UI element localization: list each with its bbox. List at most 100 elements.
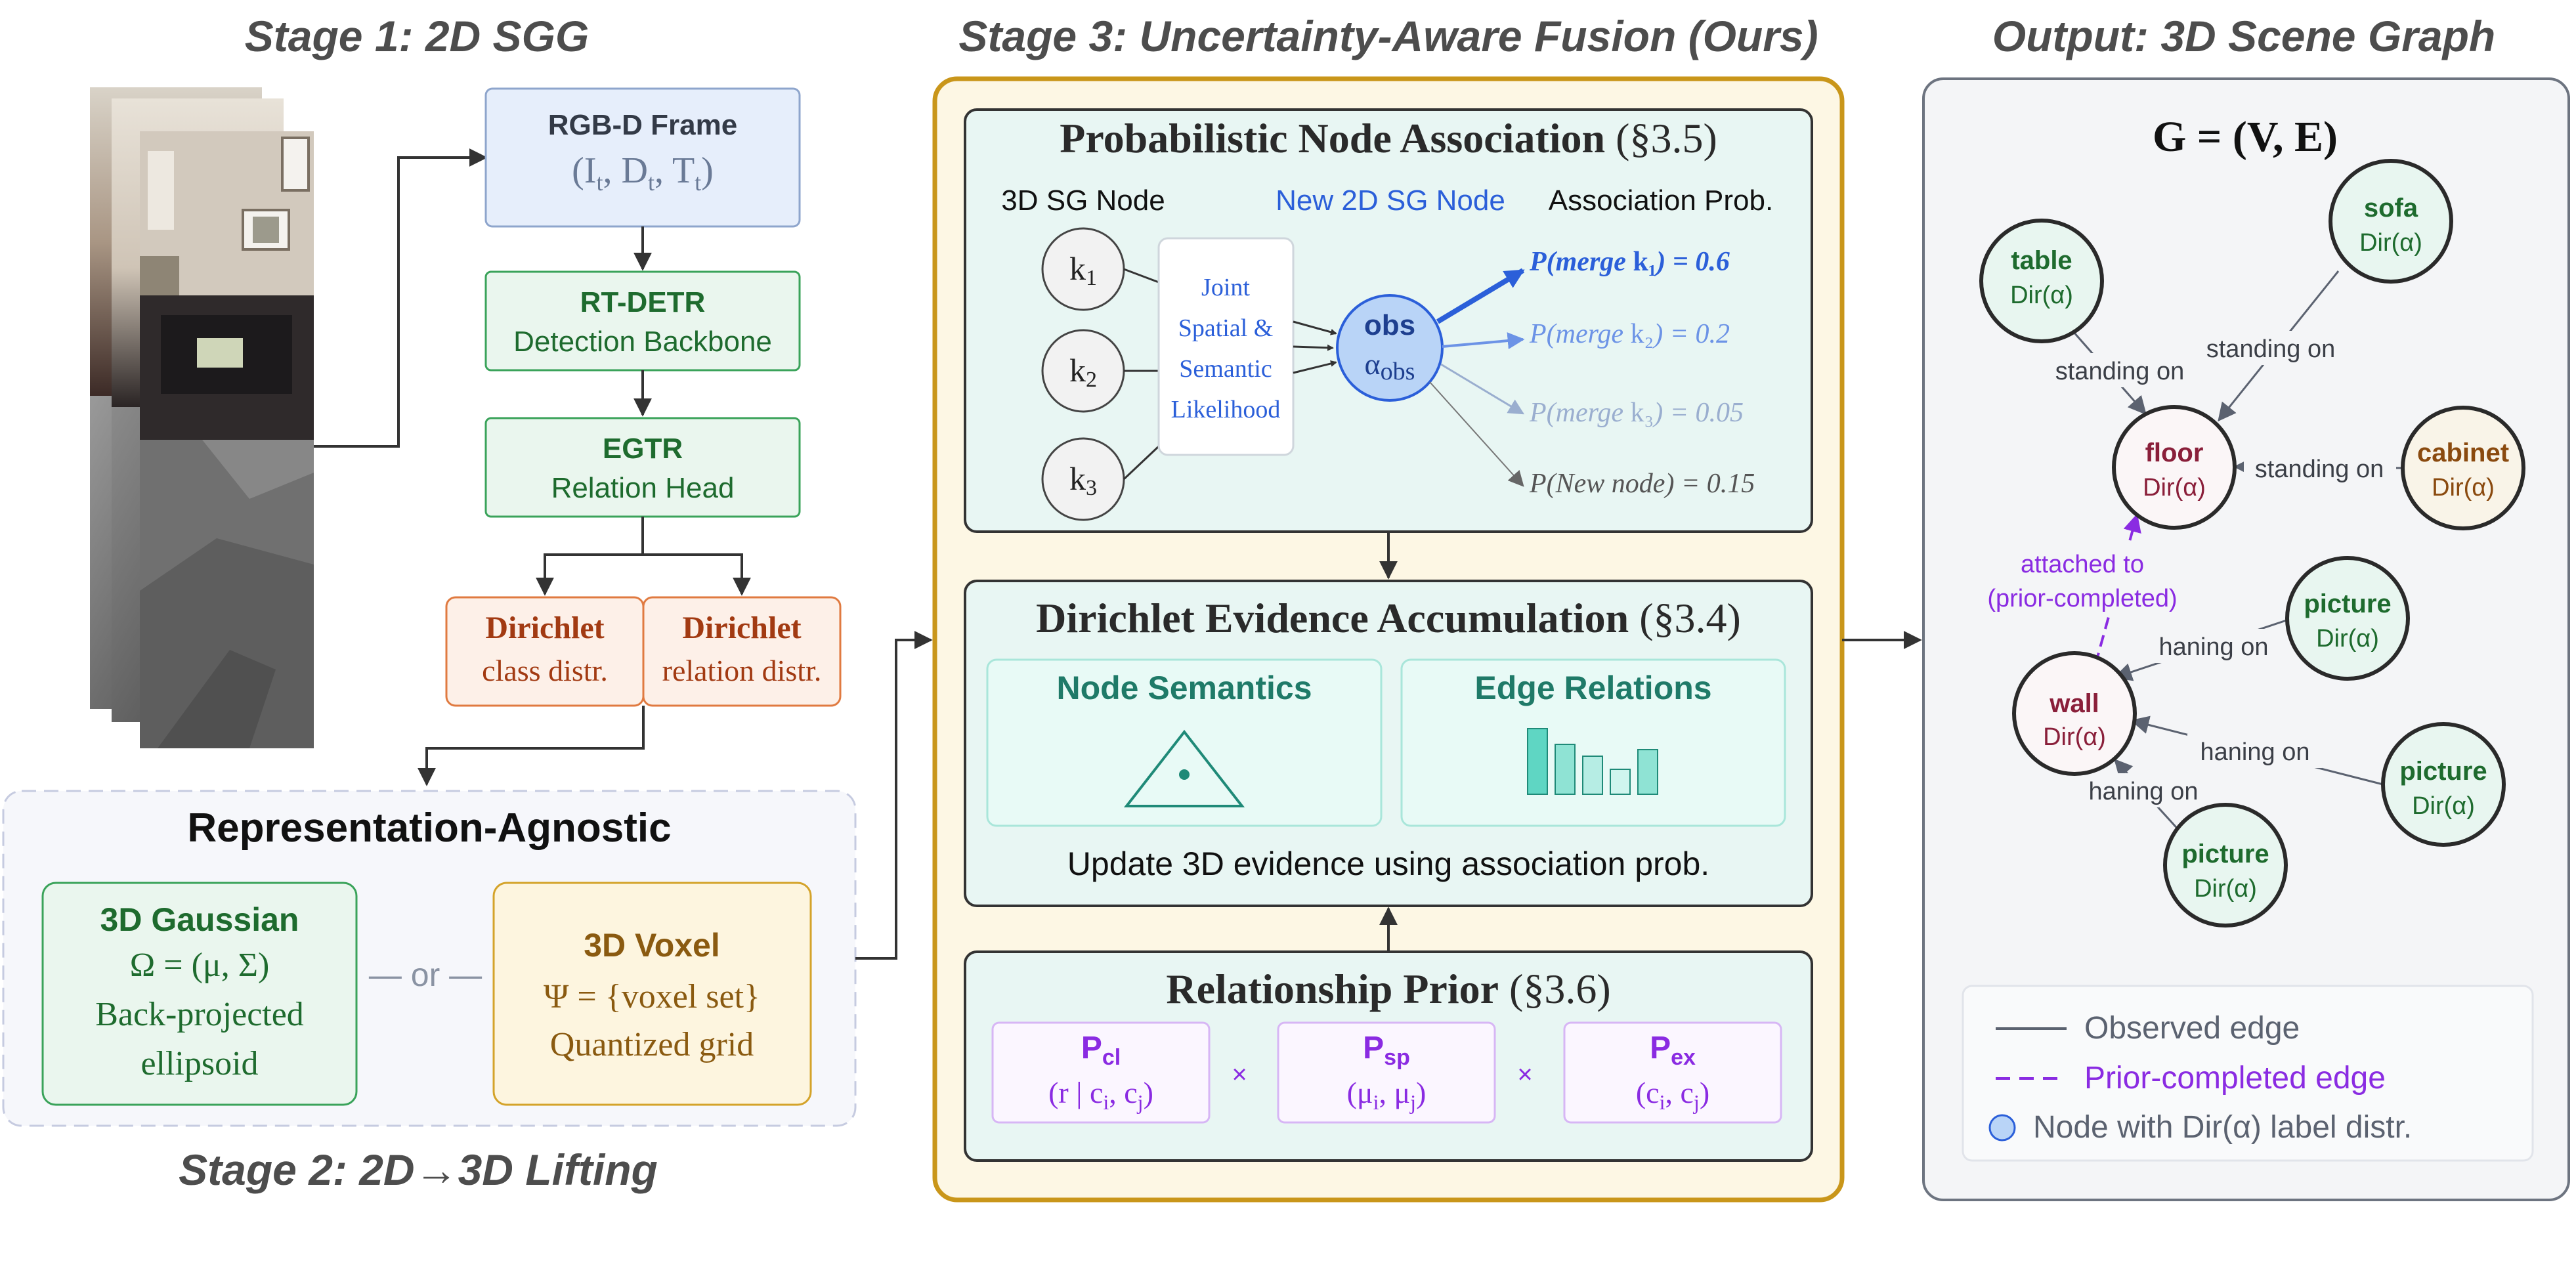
svg-text:cabinet: cabinet: [2417, 438, 2509, 467]
svg-text:standing on: standing on: [2055, 358, 2185, 385]
col-3d-node: 3D SG Node: [1001, 184, 1165, 217]
col-assoc-prob: Association Prob.: [1549, 184, 1773, 217]
svg-text:Dir(α): Dir(α): [2316, 625, 2379, 652]
edge-relations-card: [1400, 658, 1786, 827]
arrow-image-to-rgbd: [314, 148, 488, 448]
svg-text:Joint: Joint: [1201, 274, 1250, 301]
prob-k2: P(merge k₂) = 0.2: [1529, 319, 1730, 349]
dirichlet-class-title: Dirichlet: [485, 610, 604, 645]
svg-text:Pex: Pex: [1650, 1031, 1696, 1070]
times-2: ×: [1517, 1060, 1532, 1089]
svg-text:haning on: haning on: [2089, 778, 2199, 805]
legend-observed: Observed edge: [2084, 1011, 2300, 1046]
k2-node: k2: [1041, 329, 1125, 413]
svg-text:k2: k2: [1069, 352, 1097, 392]
k1-node: k1: [1041, 227, 1125, 311]
legend-prior: Prior-completed edge: [2084, 1061, 2386, 1096]
node-wall: wall Dir(α): [2012, 651, 2137, 776]
dirichlet-footer: Update 3D evidence using association pro…: [1067, 845, 1709, 882]
gaussian-box: 3D Gaussian Ω = (μ, Σ) Back-projected el…: [41, 882, 358, 1106]
svg-text:picture: picture: [2304, 589, 2391, 618]
prob-k3: P(merge k₃) = 0.05: [1529, 398, 1744, 428]
svg-text:Dir(α): Dir(α): [2412, 792, 2475, 820]
svg-text:standing on: standing on: [2255, 456, 2384, 483]
node-picture-3: picture Dir(α): [2163, 803, 2288, 928]
svg-text:(ci, cj): (ci, cj): [1636, 1076, 1709, 1114]
dirichlet-relation-sub: relation distr.: [662, 654, 822, 687]
relationship-prior-box: Relationship Prior (§3.6) Pcl (r | ci, c…: [964, 950, 1813, 1162]
egtr-sub: Relation Head: [551, 472, 735, 504]
edge-relations-bar-icon: [1527, 728, 1658, 795]
svg-text:haning on: haning on: [2200, 738, 2310, 766]
voxel-box: 3D Voxel Ψ = {voxel set} Quantized grid: [492, 882, 812, 1106]
svg-text:(r | ci, cj): (r | ci, cj): [1048, 1076, 1153, 1114]
edge-labels: standing on standing on standing on atta…: [1971, 331, 2396, 807]
svg-text:wall: wall: [2049, 689, 2099, 718]
svg-text:Psp: Psp: [1363, 1031, 1410, 1070]
voxel-line2: Quantized grid: [550, 1026, 754, 1063]
rtdetr-sub: Detection Backbone: [513, 326, 772, 358]
svg-text:αobs: αobs: [1365, 347, 1415, 385]
relation-bar: [1555, 744, 1576, 795]
col-new-node: New 2D SG Node: [1276, 184, 1505, 217]
joint-likelihood-box: Joint Spatial & Semantic Likelihood: [1157, 237, 1295, 456]
edge-relations-label: Edge Relations: [1474, 670, 1711, 706]
svg-text:standing on: standing on: [2206, 335, 2336, 363]
svg-text:Dir(α): Dir(α): [2143, 474, 2206, 501]
svg-text:Dir(α): Dir(α): [2432, 474, 2495, 501]
depth-image-stack: [90, 394, 314, 748]
legend-node: Node with Dir(α) label distr.: [2033, 1110, 2412, 1145]
svg-text:Dir(α): Dir(α): [2043, 723, 2106, 751]
dirichlet-relation-title: Dirichlet: [682, 610, 801, 645]
node-cabinet: cabinet Dir(α): [2401, 406, 2525, 530]
gaussian-line2: Back-projected: [95, 996, 304, 1033]
stage3-title: Stage 3: Uncertainty-Aware Fusion (Ours): [958, 12, 1818, 60]
svg-text:floor: floor: [2145, 438, 2204, 467]
representation-agnostic-title: Representation-Agnostic: [187, 805, 671, 851]
voxel-title: 3D Voxel: [584, 927, 720, 964]
graph-nodes: table Dir(α) sofa Dir(α) floor Dir(α) ca…: [1979, 159, 2525, 928]
svg-text:(prior-completed): (prior-completed): [1987, 585, 2177, 612]
obs-node: obs αobs: [1336, 294, 1444, 402]
times-1: ×: [1232, 1060, 1247, 1089]
svg-text:k1: k1: [1069, 250, 1097, 290]
legend-node-icon: [1988, 1114, 2016, 1141]
prior-term-cl: Pcl (r | ci, cj): [991, 1021, 1211, 1124]
svg-text:table: table: [2011, 246, 2072, 275]
rtdetr-box: RT-DETR Detection Backbone: [484, 270, 801, 372]
graph-title: G = (V, E): [2153, 113, 2338, 161]
arrow-lifting-to-fusion: [855, 631, 933, 960]
k3-node: k3: [1041, 437, 1125, 521]
rtdetr-title: RT-DETR: [580, 286, 706, 318]
or-label: — or —: [369, 956, 482, 993]
svg-text:attached to: attached to: [2021, 551, 2144, 578]
prob-new: P(New node) = 0.15: [1529, 469, 1755, 499]
prior-term-ex: Pex (ci, cj): [1563, 1021, 1782, 1124]
node-table: table Dir(α): [1979, 219, 2104, 343]
egtr-box: EGTR Relation Head: [484, 417, 801, 518]
prior-term-sp: Psp (μi, μj): [1277, 1021, 1496, 1124]
egtr-title: EGTR: [603, 433, 683, 465]
svg-text:picture: picture: [2181, 840, 2269, 868]
node-sofa: sofa Dir(α): [2329, 159, 2453, 284]
dirichlet-class-box: Dirichlet class distr.: [445, 596, 645, 707]
stage1-title: Stage 1: 2D SGG: [245, 12, 590, 60]
svg-text:picture: picture: [2399, 757, 2487, 786]
prob-k1: P(merge k₁) = 0.6: [1529, 247, 1730, 277]
arrow-dirichlet-to-lifting: [418, 706, 645, 786]
simplex-triangle-icon: [1123, 729, 1245, 807]
svg-text:k3: k3: [1069, 460, 1097, 500]
gaussian-formula: Ω = (μ, Σ): [130, 947, 270, 984]
relation-bar: [1637, 749, 1658, 795]
relation-bar: [1582, 756, 1603, 795]
svg-text:sofa: sofa: [2364, 194, 2418, 223]
node-picture-1: picture Dir(α): [2285, 556, 2410, 681]
pna-box: Probabilistic Node Association (§3.5) 3D…: [964, 108, 1813, 533]
svg-text:Dir(α): Dir(α): [2010, 282, 2073, 309]
output-title: Output: 3D Scene Graph: [1992, 12, 2495, 60]
svg-text:Dir(α): Dir(α): [2194, 875, 2257, 903]
svg-text:Likelihood: Likelihood: [1171, 396, 1281, 423]
svg-text:Dir(α): Dir(α): [2359, 229, 2422, 257]
